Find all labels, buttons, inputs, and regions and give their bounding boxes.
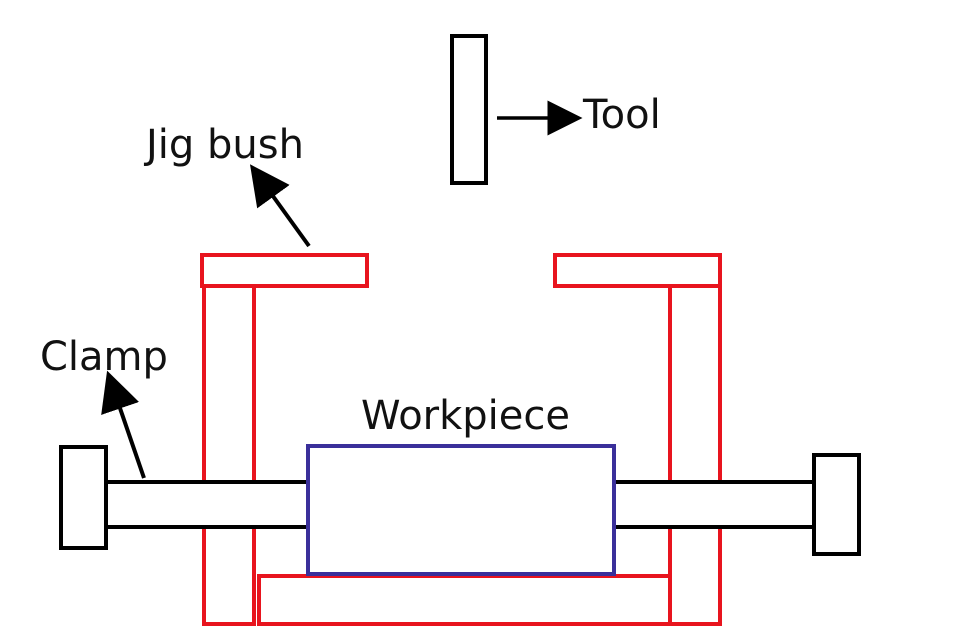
clamp-label: Clamp: [40, 334, 168, 380]
workpiece-label: Workpiece: [361, 393, 570, 439]
clamp-rod-right: [612, 480, 816, 529]
jig-bush-pointer-arrow: [249, 164, 311, 248]
workpiece: [306, 444, 616, 576]
clamp-rod-left: [104, 480, 310, 529]
jig-bush-label: Jig bush: [143, 122, 304, 168]
jig-base: [257, 574, 672, 626]
jig-bush-right: [553, 253, 722, 288]
tool-label: Tool: [582, 92, 661, 138]
jig-bush-left: [200, 253, 369, 288]
clamp-handle-right: [812, 453, 861, 556]
jig-body: [200, 253, 722, 626]
clamp-handle-left: [59, 445, 108, 550]
tool: [450, 34, 488, 185]
clamp-assembly: [59, 445, 861, 556]
jig-left-wall: [202, 284, 256, 626]
jig-right-wall: [668, 284, 722, 626]
clamp-pointer-arrow: [101, 370, 146, 479]
